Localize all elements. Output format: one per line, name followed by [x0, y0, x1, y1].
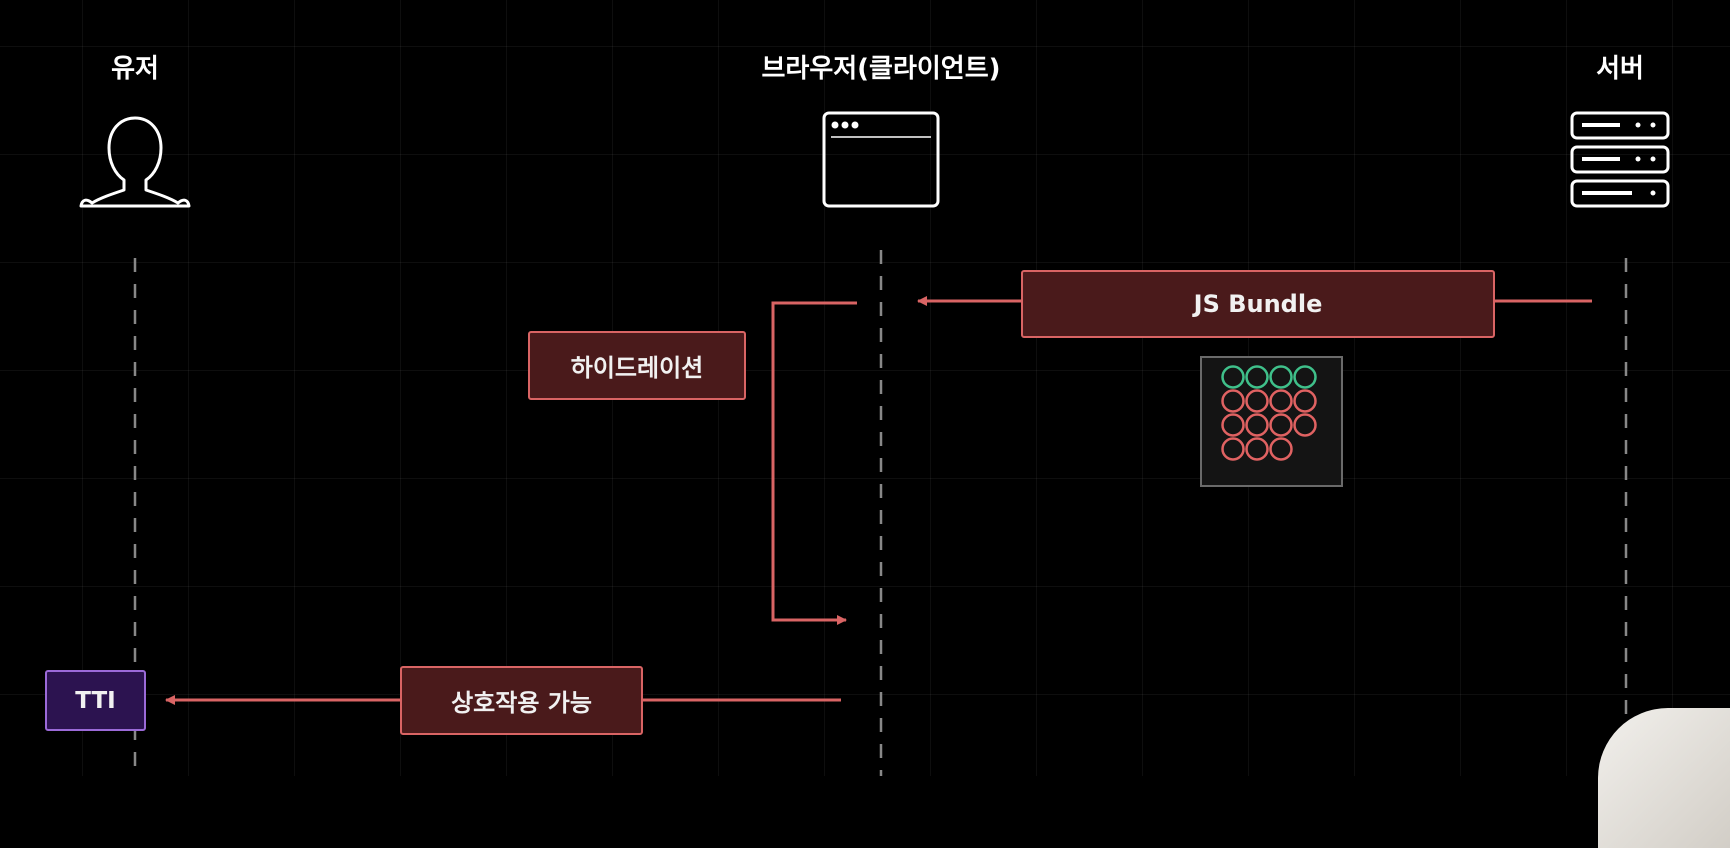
bundle-chunk-green: [1221, 365, 1245, 389]
browser-label: 브라우저(클라이언트): [761, 54, 1001, 84]
bundle-chunk-red: [1245, 437, 1269, 461]
bundle-chunk-red: [1245, 413, 1269, 437]
bundle-chunk-red: [1221, 437, 1245, 461]
user-silhouette-icon: [79, 116, 191, 208]
bundle-chunk-green: [1293, 365, 1317, 389]
bundle-chunk-red: [1269, 389, 1293, 413]
bundle-chunk-red: [1293, 413, 1317, 437]
background-grid: [0, 0, 1730, 776]
bundle-chunk-red: [1221, 389, 1245, 413]
bundle-chunk-green: [1269, 365, 1293, 389]
bundle-chunk-red: [1221, 413, 1245, 437]
bundle-chunk-red: [1293, 389, 1317, 413]
interactive-message: 상호작용 가능: [400, 666, 643, 735]
user-label: 유저: [111, 54, 159, 84]
server-label: 서버: [1596, 54, 1644, 84]
browser-window-icon: [822, 111, 940, 208]
tti-label: TTI: [75, 687, 116, 714]
bundle-chunk-red: [1245, 389, 1269, 413]
bundle-chunk-green: [1245, 365, 1269, 389]
hydration-message: 하이드레이션: [528, 331, 746, 400]
server-rack-icon: [1570, 111, 1670, 208]
interactive-label: 상호작용 가능: [451, 689, 592, 717]
bundle-chunk-circles: [1221, 365, 1317, 461]
sequence-diagram: [79, 111, 1670, 776]
presenter-video-overlay: [1598, 708, 1730, 848]
js-bundle-label: JS Bundle: [1193, 290, 1323, 318]
bundle-chunk-red: [1269, 437, 1293, 461]
bundle-chunk-red: [1269, 413, 1293, 437]
tti-badge: TTI: [45, 670, 146, 731]
js-bundle-message: JS Bundle: [1021, 270, 1495, 338]
hydration-label: 하이드레이션: [570, 354, 704, 382]
hydration-bracket: [771, 301, 857, 625]
